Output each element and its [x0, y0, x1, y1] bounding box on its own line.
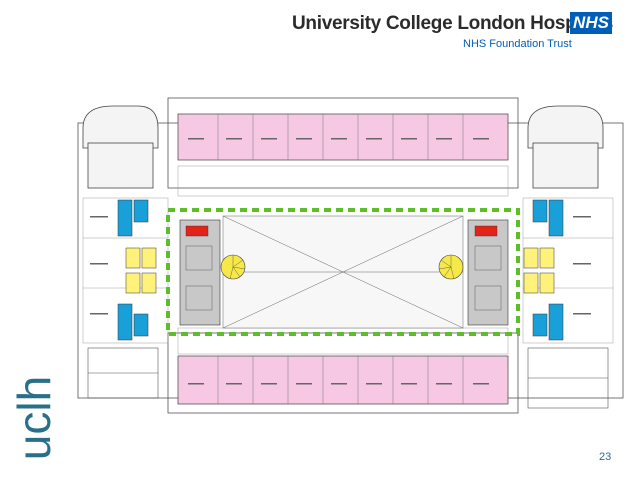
page-title: University College London Hospitals — [292, 13, 613, 34]
grey-core-blocks — [179, 219, 509, 326]
page-number: 23 — [599, 451, 612, 463]
nhs-logo: NHS — [570, 12, 612, 34]
spiral-stair-right-icon — [438, 254, 464, 280]
spiral-stair-left-icon — [220, 254, 246, 280]
bottom-ward-block — [177, 355, 509, 405]
floor-plan — [77, 97, 624, 414]
green-dashed-boundary — [166, 208, 520, 336]
blue-stair-cores — [117, 199, 564, 341]
uclh-logo-text: uclh — [8, 375, 60, 461]
yellow-lift-cores — [125, 247, 555, 294]
corner-towers — [82, 105, 604, 189]
room-label-marks — [90, 138, 591, 385]
uclh-logo: uclh — [4, 368, 62, 468]
trust-subtitle: NHS Foundation Trust — [463, 38, 572, 50]
bottom-corner-rooms — [87, 347, 609, 409]
top-ward-block — [177, 113, 509, 161]
central-courtyard — [222, 215, 464, 329]
